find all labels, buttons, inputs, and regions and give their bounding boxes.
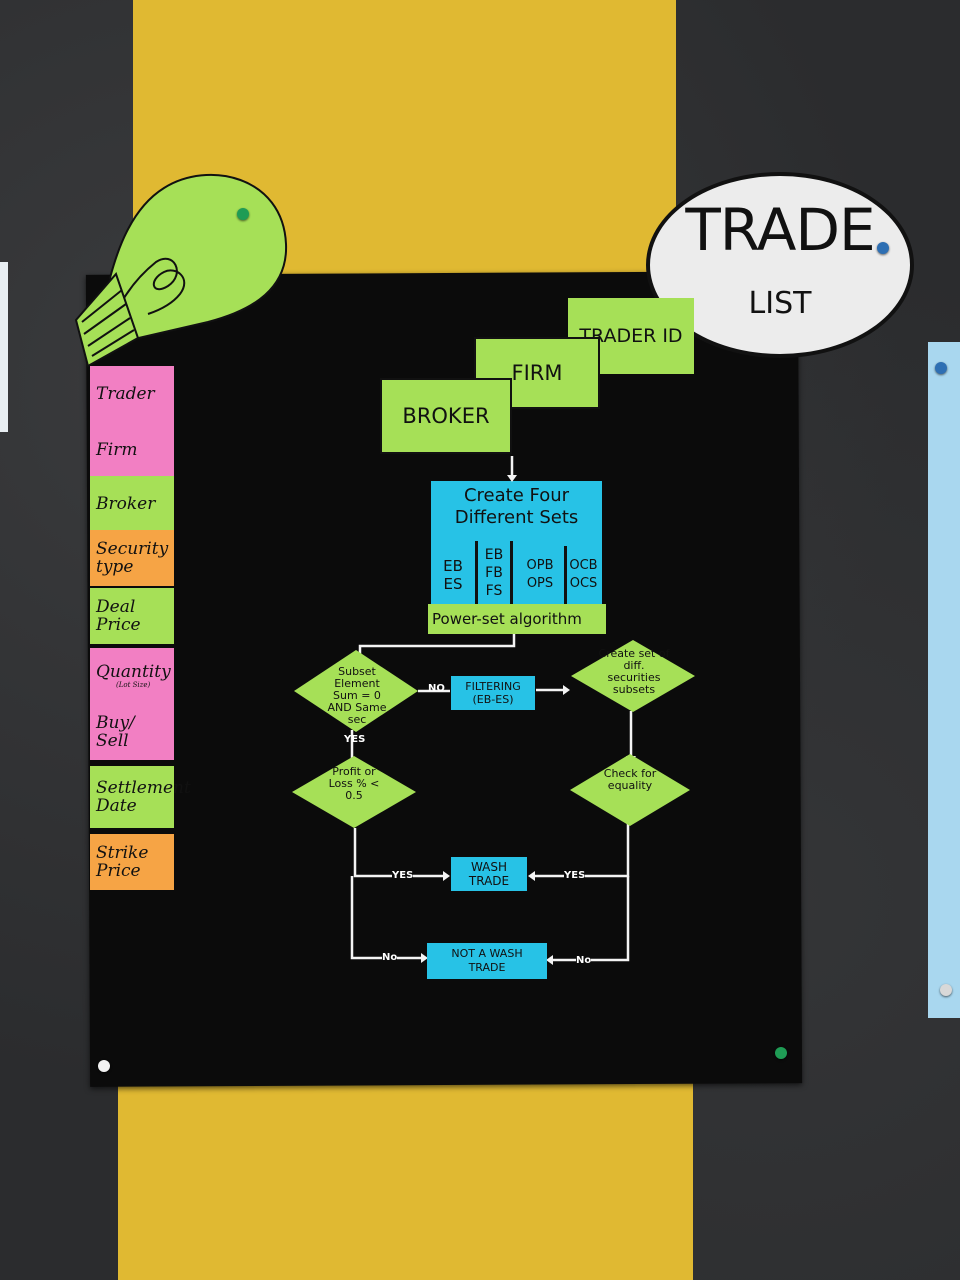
label-no-left: No [382, 952, 398, 963]
pushpin-icon [775, 1047, 787, 1059]
label-yes-subset: YES [344, 734, 366, 745]
sticky-label: Deal Price [96, 597, 141, 635]
decision-subset-sum [294, 650, 418, 732]
wash-trade-label: WASH TRADE [468, 860, 510, 888]
label-no-right: No [576, 955, 592, 966]
set-line: OPB [526, 558, 554, 573]
subset-sum-text: Subset Element Sum = 0 AND Same sec [327, 665, 387, 726]
decision-check-equality [570, 754, 690, 826]
set-line: EB [484, 546, 504, 563]
sticky-quantity: Quantity (Lot Size) [90, 648, 174, 704]
sticky-label: Buy/ Sell [96, 713, 135, 751]
sticky-settlement-date: Settlement Date [90, 766, 191, 828]
create-sets-title: Create Four Different Sets [454, 485, 579, 528]
label-yes-right: YES [564, 870, 586, 881]
sticky-label: Strike Price [96, 843, 149, 881]
broker-card: BROKER [380, 378, 512, 454]
pushpin-icon [935, 362, 947, 374]
sticky-sublabel: (Lot Size) [116, 681, 151, 689]
pushpin-icon [940, 984, 952, 996]
trade-list-subtitle: LIST [748, 286, 812, 321]
not-wash-trade-card: NOT A WASH TRADE [427, 943, 547, 979]
sticky-strike-price: Strike Price [90, 834, 174, 890]
sticky-security-type: Security type [90, 530, 174, 586]
sticky-label: Firm [96, 440, 138, 460]
sticky-label: Settlement Date [96, 778, 191, 816]
set-line: OCB [569, 558, 598, 573]
create-diff-text: Create set of diff. securities subsets [598, 647, 670, 696]
set-line: OCS [569, 576, 598, 591]
decision-profit-loss [292, 756, 416, 828]
profit-loss-text: Profit or Loss % < 0.5 [328, 765, 380, 802]
filtering-card: FILTERING (EB-ES) [451, 676, 535, 710]
label-yes-left: YES [392, 870, 414, 881]
wash-trade-card: WASH TRADE [451, 857, 527, 891]
filtering-label: FILTERING (EB-ES) [465, 680, 521, 706]
trade-list-title: TRADE [685, 196, 875, 264]
powerset-card: Power-set algorithm [428, 604, 606, 634]
check-equality-text: Check for equality [603, 767, 657, 792]
set-opb-ops: OPB OPS [520, 546, 560, 604]
set-line: ES [443, 575, 463, 593]
pushpin-icon [877, 242, 889, 254]
set-line: FB [485, 564, 503, 581]
firm-label: FIRM [511, 361, 563, 385]
not-wash-trade-label: NOT A WASH TRADE [451, 947, 523, 974]
powerset-label: Power-set algorithm [432, 610, 582, 628]
set-eb-es: EB ES [436, 546, 470, 604]
sticky-label: Trader [96, 384, 155, 404]
sticky-broker: Broker [90, 476, 174, 532]
sticky-label: Broker [96, 494, 156, 514]
set-line: EB [443, 557, 463, 575]
set-ocb-ocs: OCB OCS [564, 546, 600, 604]
sticky-buy-sell: Buy/ Sell [90, 704, 174, 760]
left-paper-edge [0, 262, 8, 432]
pushpin-icon [237, 208, 249, 220]
set-line: FS [485, 582, 503, 599]
sticky-deal-price: Deal Price [90, 588, 174, 644]
sticky-trader: Trader [90, 366, 174, 422]
sticky-label: Security type [96, 539, 169, 577]
trader-id-label: TRADER ID [579, 325, 683, 347]
yellow-strip-bottom [118, 1075, 693, 1280]
label-no-filtering: NO [428, 683, 445, 694]
decision-create-diff [571, 640, 695, 712]
sticky-firm: Firm [90, 422, 174, 478]
pushpin-icon [98, 1060, 110, 1072]
broker-label: BROKER [402, 404, 490, 428]
sticky-label: Quantity [96, 662, 171, 682]
right-blue-paper [928, 342, 960, 1018]
set-line: OPS [526, 576, 554, 591]
create-sets-card: Create Four Different Sets [431, 481, 602, 605]
